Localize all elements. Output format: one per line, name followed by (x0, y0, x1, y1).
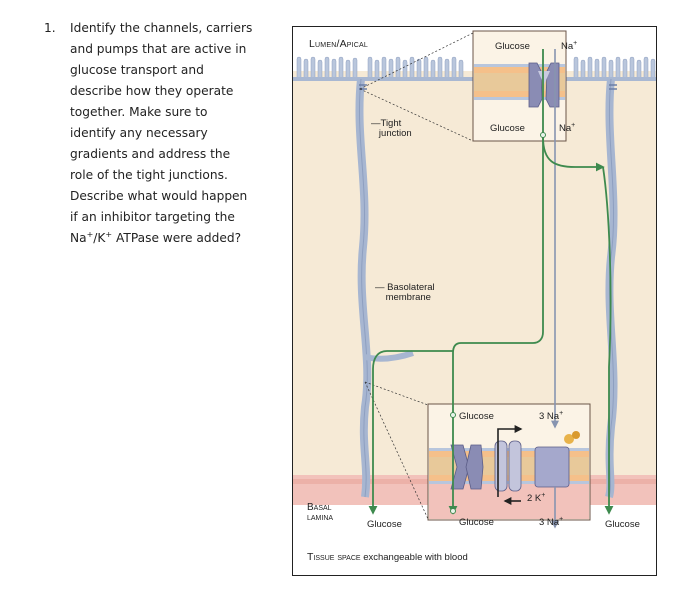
glucose-right-label: Glucose (605, 519, 640, 530)
figure-illustration (293, 30, 656, 529)
inset-top-na-bottom-label: Na+ (559, 121, 576, 134)
microvilli-border (296, 56, 656, 80)
question-line: gradients and address the (70, 147, 231, 161)
question-line: and pumps that are active in (70, 42, 247, 56)
inset-bottom-k-label: 2 K+ (527, 491, 546, 504)
question-line: if an inhibitor targeting the (70, 210, 235, 224)
inset-bottom-na-label: 3 Na+ (539, 409, 564, 422)
tissue-space-label: Tissue space exchangeable with blood (307, 551, 468, 563)
tight-junction-label: —Tight junction (371, 118, 412, 139)
question-line: Describe what would happen (70, 189, 248, 203)
inset-top-na-label: Na+ (561, 39, 578, 52)
question-line: describe how they operate (70, 84, 234, 98)
inset-bottom-glucose-bottom-label: Glucose (459, 517, 494, 528)
nak-atpase-shape (494, 440, 508, 492)
inset-top-glucose-bottom-label: Glucose (490, 123, 525, 134)
glut2-transporter-shape (450, 444, 470, 490)
question-number: 1. (44, 21, 56, 35)
lumen-apical-label: Lumen/Apical (309, 38, 369, 50)
inset-bottom-na-bottom-label: 3 Na+ (539, 515, 564, 528)
glucose-path-left (368, 350, 453, 515)
pump-cycle-arrow (497, 425, 523, 497)
glucose-path-central (448, 137, 544, 515)
inset-top-glucose-label: Glucose (495, 41, 530, 52)
question-line: identify any necessary (70, 126, 208, 140)
question-text: 1. Identify the channels, carriers and p… (44, 18, 274, 249)
epithelial-transport-figure: Lumen/Apical —Tight junction — Basolater… (292, 26, 657, 576)
question-line-last: Na+/K+ ATPase were added? (70, 229, 242, 245)
question-line: Identify the channels, carriers (70, 21, 253, 35)
glucose-left-label: Glucose (367, 519, 402, 530)
question-line: role of the tight junctions. (70, 168, 228, 182)
glucose-path-right (602, 166, 614, 515)
inset-bottom-glucose-label: Glucose (459, 411, 494, 422)
question-line: together. Make sure to (70, 105, 208, 119)
question-line: glucose transport and (70, 63, 204, 77)
basolateral-membrane-label: — Basolateral membrane (375, 282, 435, 303)
